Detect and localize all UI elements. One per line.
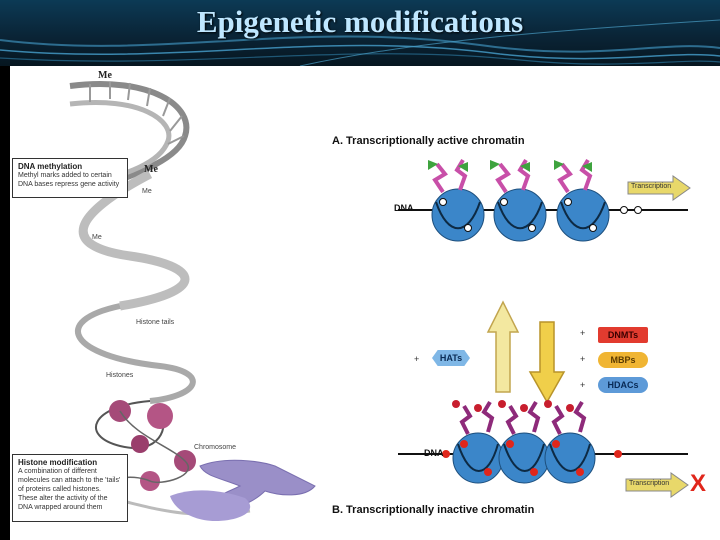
methyl-mark-label-3: Me [142,188,152,195]
histone-modification-title: Histone modification [18,458,98,467]
blocked-x-icon: X [690,470,707,497]
chromosome-label: Chromosome [194,444,237,451]
methyl-mark-label-2: Me [144,164,158,175]
dna-methylation-body: Methyl marks added to certain DNA bases … [18,172,120,188]
histone-modification-body: A combination of different molecules can… [18,468,121,511]
mbps-badge: MBPs [598,352,648,368]
methyl-mark-label-1: Me [98,70,112,81]
hdacs-badge: HDACs [598,377,648,393]
dna-coil-illustration [51,81,316,521]
dnmts-badge: DNMTs [598,327,648,343]
header-wave-decoration [0,19,720,66]
transcription-label-bottom: Transcription [629,480,670,487]
dna-methylation-box: DNA methylation Methyl marks added to ce… [12,158,128,198]
methyl-mark-label-4: Me [92,234,102,241]
plus-dnmts: + [580,328,586,338]
slide-content: Me Me Me Me DNA methylation Methyl marks… [0,66,720,540]
chromatin-state-diagram: A. Transcriptionally active chromatin DN… [328,132,720,522]
hats-badge: HATs [432,350,470,366]
slide-title: Epigenetic modifications [196,4,524,39]
section-a-heading: A. Transcriptionally active chromatin [332,135,525,147]
histones-label: Histones [106,372,134,379]
plus-hats: + [414,354,420,364]
chromatin-illustration [398,158,691,498]
plus-hdacs: + [580,380,586,390]
histone-tails-label: Histone tails [136,319,175,326]
slide-header: Epigenetic modifications [0,0,720,66]
left-black-strip [0,66,10,540]
dna-to-chromosome-diagram: Me Me Me Me DNA methylation Methyl marks… [10,66,337,526]
histone-modification-box: Histone modification A combination of di… [12,454,128,522]
section-b-heading: B. Transcriptionally inactive chromatin [332,504,535,516]
transcription-label-top: Transcription [631,183,672,190]
dna-label-top: DNA [394,203,414,213]
plus-mbps: + [580,354,586,364]
dna-label-bottom: DNA [424,448,444,458]
dna-methylation-title: DNA methylation [18,162,83,171]
